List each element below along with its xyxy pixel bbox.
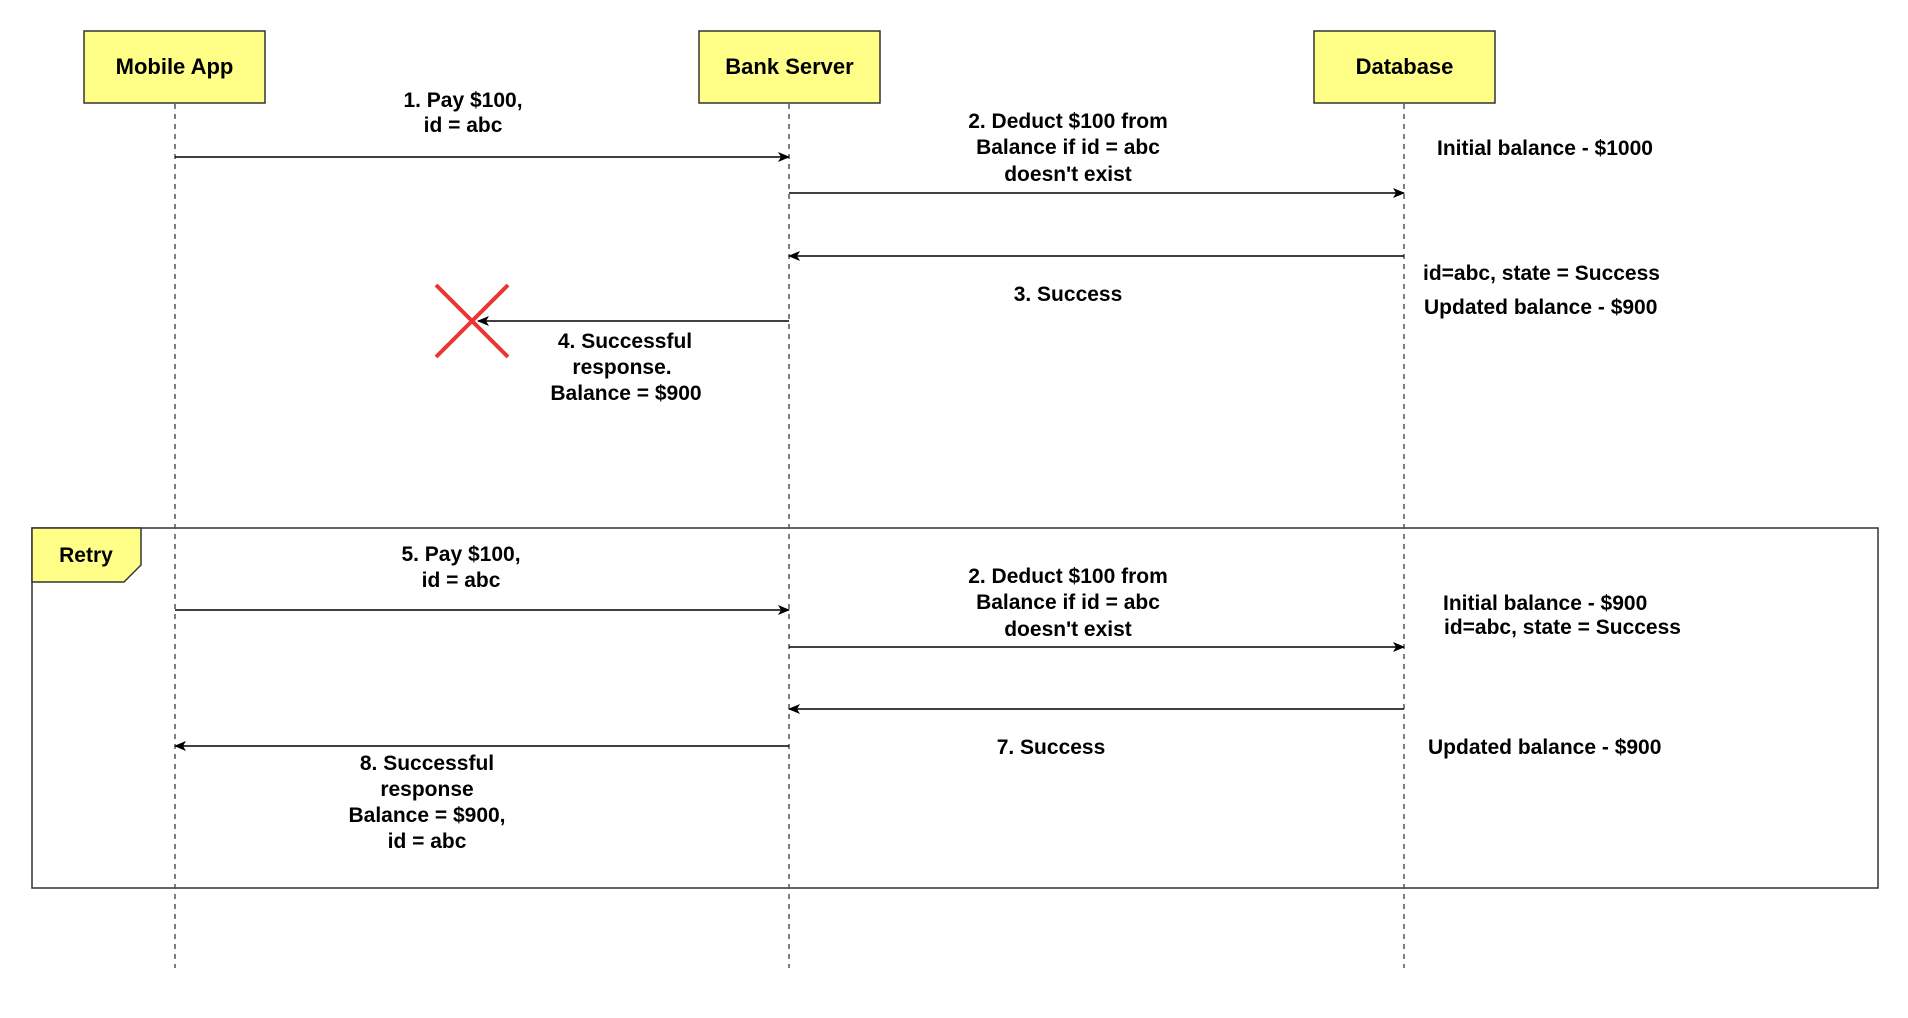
message-6-label-line2: Balance if id = abc	[976, 591, 1160, 614]
message-8-label-line1: 8. Successful	[360, 752, 494, 775]
note-initial-balance-2: Initial balance - $900	[1443, 592, 1647, 615]
message-2-label-line2: Balance if id = abc	[976, 136, 1160, 159]
message-7-label: 7. Success	[997, 736, 1106, 759]
message-8-label-line2: response	[380, 778, 473, 801]
message-6-label-line1: 2. Deduct $100 from	[968, 565, 1168, 588]
message-4-label-line2: response.	[572, 356, 671, 379]
message-5-label-line1: 5. Pay $100,	[401, 543, 520, 566]
actor-mobile-app-box	[83, 30, 266, 104]
message-8-label-line4: id = abc	[388, 830, 467, 853]
actor-database-label: Database	[1356, 54, 1454, 79]
message-1-label-line2: id = abc	[424, 114, 503, 137]
note-state-2: id=abc, state = Success	[1444, 616, 1681, 639]
actor-bank-server: Bank Server	[698, 30, 881, 104]
actor-database-box	[1313, 30, 1496, 104]
note-updated-balance-1: Updated balance - $900	[1424, 296, 1657, 319]
retry-frame-label: Retry	[59, 544, 113, 567]
message-8-label-line3: Balance = $900,	[348, 804, 505, 827]
note-updated-balance-2: Updated balance - $900	[1428, 736, 1661, 759]
message-5-label-line2: id = abc	[422, 569, 501, 592]
note-state-1: id=abc, state = Success	[1423, 262, 1660, 285]
message-4-label-line1: 4. Successful	[558, 330, 692, 353]
actor-mobile-app-label: Mobile App	[116, 54, 234, 79]
retry-frame: Retry	[31, 527, 1879, 889]
actor-database: Database	[1313, 30, 1496, 104]
message-1-label-line1: 1. Pay $100,	[403, 89, 522, 112]
retry-frame-tab	[31, 527, 142, 583]
actor-bank-server-label: Bank Server	[725, 54, 854, 79]
actor-mobile-app: Mobile App	[83, 30, 266, 104]
message-3-label: 3. Success	[1014, 283, 1123, 306]
cross-icon	[434, 283, 510, 359]
message-4-label-line3: Balance = $900	[550, 382, 701, 405]
message-2-label-line3: doesn't exist	[1004, 163, 1132, 186]
message-2-label-line1: 2. Deduct $100 from	[968, 110, 1168, 133]
actor-bank-server-box	[698, 30, 881, 104]
retry-frame-border	[31, 527, 1879, 889]
note-initial-balance-1: Initial balance - $1000	[1437, 137, 1653, 160]
message-6-label-line3: doesn't exist	[1004, 618, 1132, 641]
